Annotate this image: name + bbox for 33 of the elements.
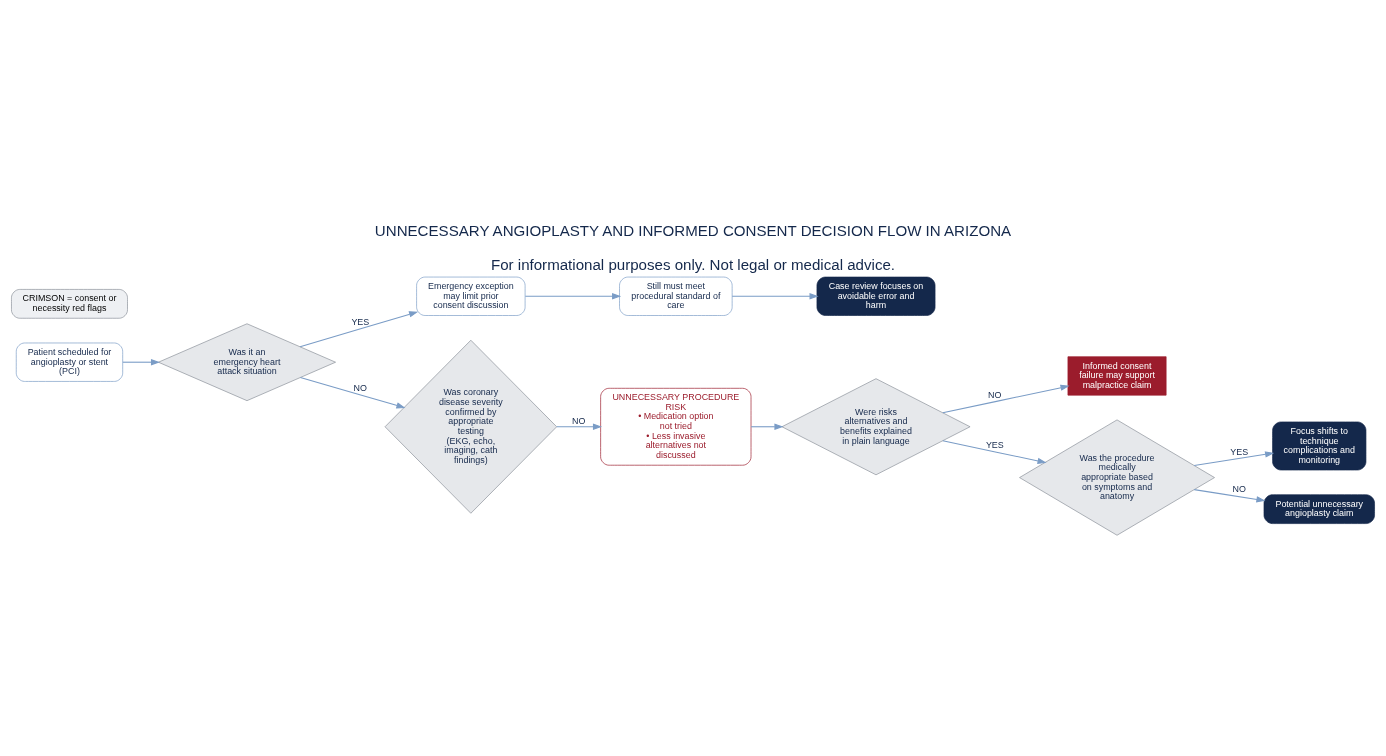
edge-label: YES <box>351 317 370 328</box>
arrow <box>1193 451 1275 467</box>
arrow <box>299 376 406 409</box>
node-box: Emergency exception may limit prior consent discussion <box>416 276 526 316</box>
node-diamond: Were risks alternatives and benefits explained in plain language <box>781 378 971 476</box>
node-box: Potential unnecessary angioplasty claim <box>1263 494 1375 524</box>
edge-label: NO <box>571 416 586 427</box>
caption: For informational purposes only. Not legal or medical advice. <box>490 255 896 273</box>
edge-label: NO <box>1232 484 1246 495</box>
node-box: UNNECESSARY PROCEDURE RISK • Medication option not tried • Less invasive alternatives not discussed <box>600 387 752 466</box>
node-box: Patient scheduled for angioplasty or stent (PCI) <box>15 342 124 382</box>
arrow <box>942 440 1047 464</box>
arrow <box>299 311 419 348</box>
label: CRIMSON = consent or necessity red flags <box>22 293 117 313</box>
arrow <box>556 423 603 430</box>
arrow <box>1193 489 1266 503</box>
arrow <box>942 384 1070 414</box>
node-box: Focus shifts to technique complications and monitoring <box>1272 421 1367 471</box>
arrow <box>731 293 819 300</box>
edge-label: NO <box>988 389 1002 400</box>
node-box: Case review focuses on avoidable error and harm <box>816 276 936 316</box>
arrow <box>524 293 622 300</box>
node-diamond: Was it an emergency heart attack situation <box>158 323 336 401</box>
edge-label: NO <box>353 382 367 393</box>
diagram-title: UNNECESSARY ANGIOPLASTY AND INFORMED CONSENT DECISION FLOW IN ARIZONA <box>374 221 1012 239</box>
arrow <box>750 423 784 430</box>
node-box: Still must meet procedural standard of care <box>619 276 733 316</box>
arrow <box>122 359 161 366</box>
node-diamond: Was coronary disease severity confirmed by appropriate testing (EKG, echo, imaging, cath findings) <box>384 339 558 514</box>
node-box: Informed consent failure may support malpractice claim <box>1067 356 1167 396</box>
edge-label: YES <box>1230 447 1249 458</box>
node-diamond: Was the procedure medically appropriate based on symptoms and anatomy <box>1019 419 1215 536</box>
edge-label: YES <box>985 440 1004 451</box>
